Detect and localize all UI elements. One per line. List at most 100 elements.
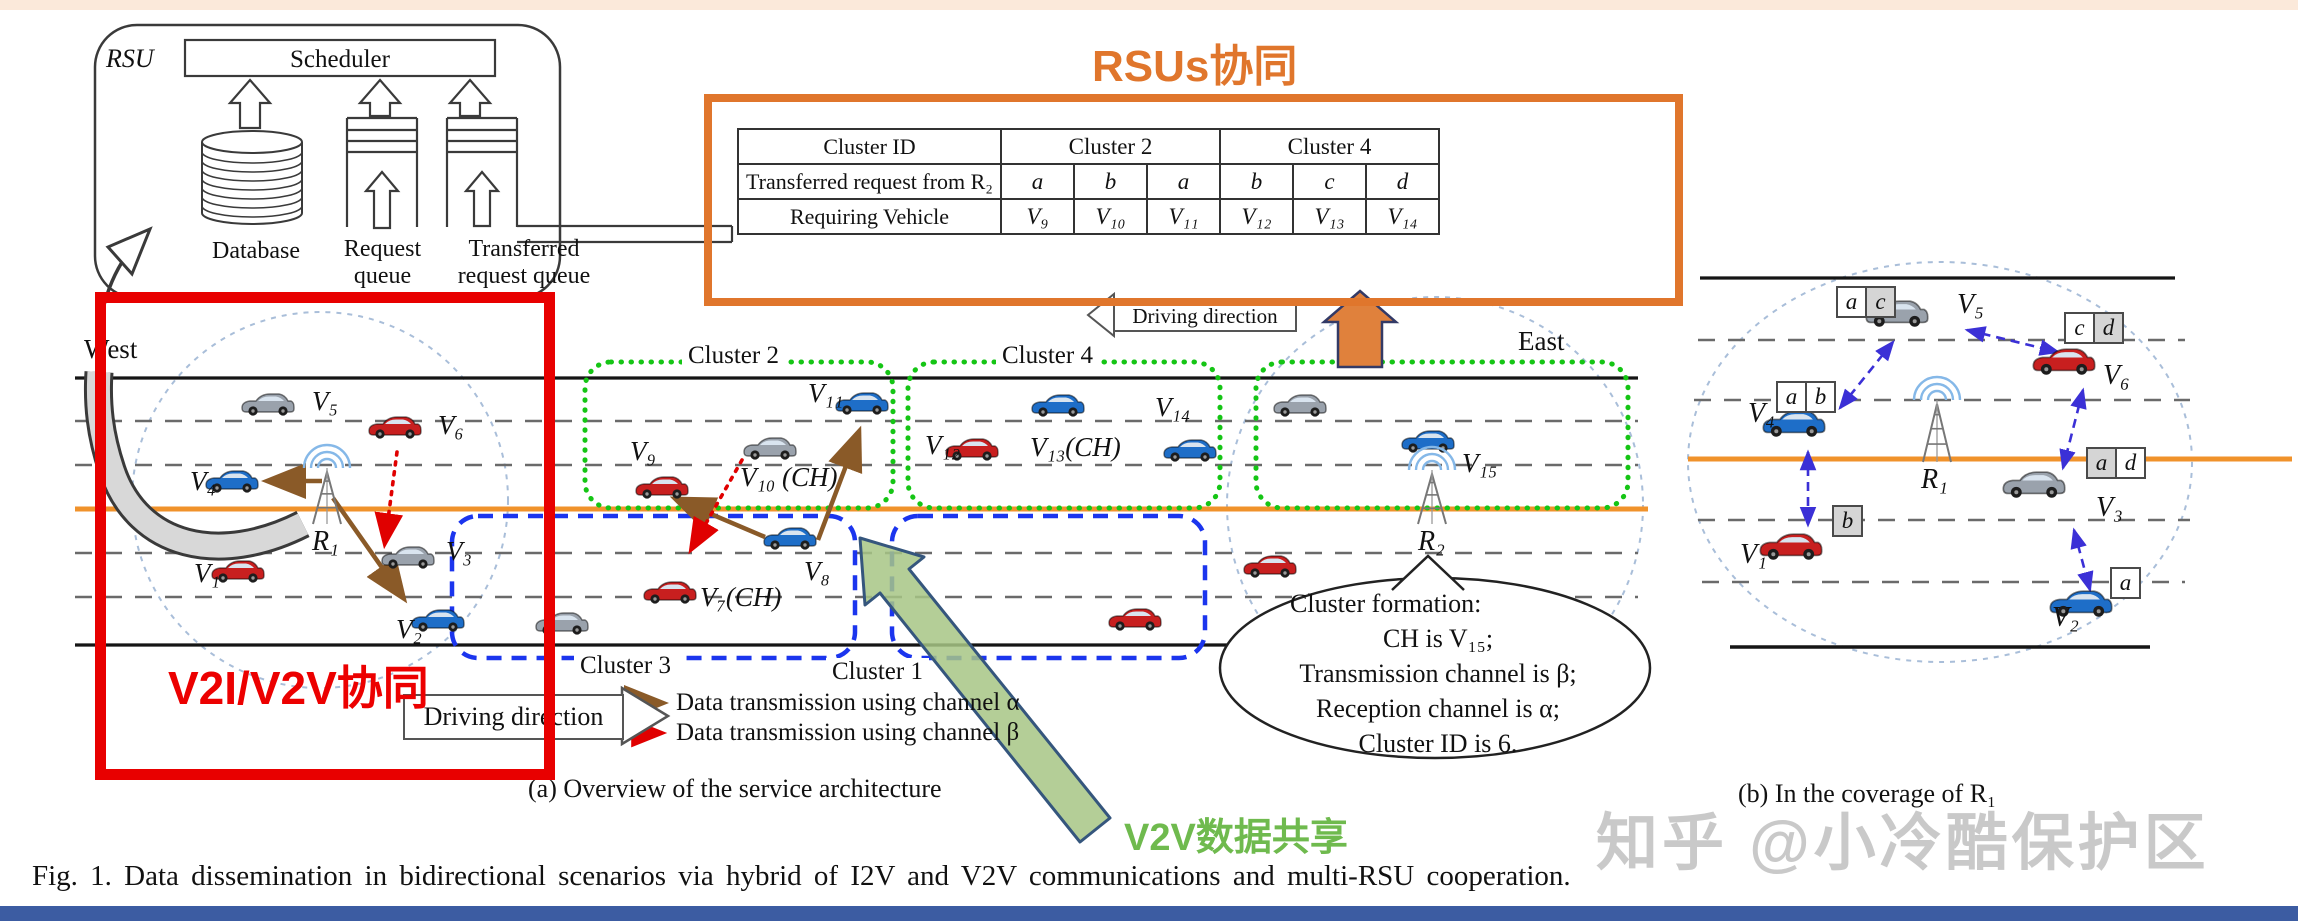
vehicle-label-v10: V₁₀ (CH) (740, 462, 838, 492)
data-item: c (1865, 286, 1896, 318)
watermark: 知乎 @小冷酷保护区 (1596, 809, 2210, 878)
data-item: b (1832, 505, 1863, 537)
vehicle-label-v14: V₁₄ (1155, 392, 1191, 422)
r2-coverage-circle (1226, 296, 1644, 714)
cluster1-label: Cluster 1 (826, 658, 929, 686)
transferred-queue-l2: request queue (457, 263, 591, 289)
table-cell: V₁₃ (1292, 198, 1367, 235)
east-label: East (1518, 326, 1565, 356)
figure-caption: Fig. 1. Data dissemination in bidirectio… (32, 860, 1571, 892)
table-cell: V₁₂ (1219, 198, 1294, 235)
table-cell: Cluster 4 (1219, 128, 1440, 165)
vehicle-label-v5: V₅ (312, 386, 338, 416)
vehicle-v8 (763, 527, 817, 550)
arrow-r1-v2 (331, 496, 408, 604)
rsu-label: R₂ (1418, 526, 1445, 557)
vehicle-v3 (381, 546, 435, 569)
vehicle-label-v4: V₄ (190, 466, 216, 496)
vehicle-v15 (1401, 430, 1455, 453)
table-cell: c (1292, 163, 1367, 200)
cluster3-box (449, 513, 858, 661)
bubble-line: CH is V₁₅; (1382, 624, 1494, 653)
vehicle-label-v5: V₅ (1957, 289, 1984, 320)
channel-beta-arrows (374, 450, 744, 555)
vehicle-label-v8: V₈ (804, 556, 830, 586)
table-cell: V₁₁ (1146, 198, 1221, 235)
r1-coverage-panel-b (1687, 261, 2193, 663)
vehicle-unlabeled (535, 612, 589, 635)
caption-a: (a) Overview of the service architecture (528, 774, 942, 803)
caption-b: (b) In the coverage of R₁ (1738, 779, 1997, 808)
bubble-line: Cluster formation: (1290, 589, 1482, 618)
driving-direction-top-text: Driving direction (1132, 303, 1278, 328)
data-item: b (1805, 381, 1836, 413)
vehicle-v10 (743, 437, 797, 460)
legend-beta-text: Data transmission using channel β (676, 719, 1020, 746)
cluster-formation-bubble (1218, 554, 1652, 760)
vehicle-unlabeled (1273, 394, 1327, 417)
table-cell: V₉ (1000, 198, 1075, 235)
vehicle-v4 (1762, 410, 1826, 437)
driving-direction-bottom-text: Driving direction (423, 702, 604, 731)
transfer-pipe (517, 224, 734, 244)
table-cell: d (1365, 163, 1440, 200)
vehicle-v12 (945, 438, 999, 461)
table-cell: Cluster 2 (1000, 128, 1221, 165)
rsus-coop-label: RSUs协同 (1092, 42, 1298, 91)
database-label: Database (212, 238, 300, 264)
data-item: d (2115, 447, 2146, 479)
data-item-box-v2: a (2110, 567, 2141, 599)
rsu-tower-icon (1407, 445, 1457, 525)
bubble-line: Reception channel is α; (1316, 694, 1560, 723)
rsu-architecture (93, 23, 562, 300)
scheduler-label: Scheduler (290, 46, 390, 73)
vehicle-label-v2: V₂ (2052, 602, 2079, 633)
vehicle-label-v1: V₁ (194, 558, 220, 588)
slide-top-strip (0, 0, 2298, 10)
bubble-line: Cluster ID is 6. (1358, 729, 1518, 758)
transferred-queue-label: Transferred request queue (438, 236, 610, 290)
table-cell: b (1073, 163, 1148, 200)
request-queue-icon (345, 116, 419, 230)
cluster2-box (582, 359, 896, 511)
vehicle-v11 (835, 392, 889, 415)
vehicle-label-v7: V₇(CH) (700, 582, 782, 612)
vehicle-v5 (241, 393, 295, 416)
vehicle-v9 (635, 476, 689, 499)
table-cell: Cluster ID (737, 128, 1002, 165)
vehicle-v1 (1759, 533, 1823, 560)
vehicle-label-v9: V₉ (630, 436, 656, 466)
vehicle-v14 (1031, 394, 1085, 417)
vehicle-label-v15: V₁₅ (1462, 448, 1498, 478)
data-item: a (2086, 447, 2117, 479)
vehicle-label-v2: V₂ (396, 614, 422, 644)
table-cell: V₁₄ (1365, 198, 1440, 235)
west-label: West (84, 334, 138, 364)
cluster3-label: Cluster 3 (574, 652, 677, 680)
channel-alpha-arrows (261, 425, 863, 604)
request-queue-label: Request queue (330, 236, 435, 290)
rsu-title: RSU (106, 44, 154, 73)
data-item: a (2110, 567, 2141, 599)
vehicle-label-v6: V₆ (2103, 360, 2130, 391)
cluster6-forming-box (1253, 359, 1631, 511)
cluster2-label: Cluster 2 (682, 342, 785, 370)
rsu-tower-icon (302, 443, 352, 525)
driving-bottom-arrowhead (620, 685, 671, 747)
vehicle-label-v3: V₃ (2096, 492, 2123, 523)
vehicle-v13 (1163, 439, 1217, 462)
vehicle-label-v12: V₁₂ (925, 430, 961, 460)
vehicle-label-v11: V₁₁ (808, 378, 844, 408)
data-item: a (1836, 286, 1867, 318)
table-cell: Requiring Vehicle (737, 198, 1002, 235)
vehicle-label-v3: V₃ (446, 536, 472, 566)
road-panel-b (1688, 276, 2292, 649)
vehicle-v3 (2002, 471, 2066, 498)
r1-coverage-circle (131, 311, 509, 689)
transferred-queue-l1: Transferred (468, 236, 580, 262)
driving-top-arrowhead (1086, 291, 1115, 339)
